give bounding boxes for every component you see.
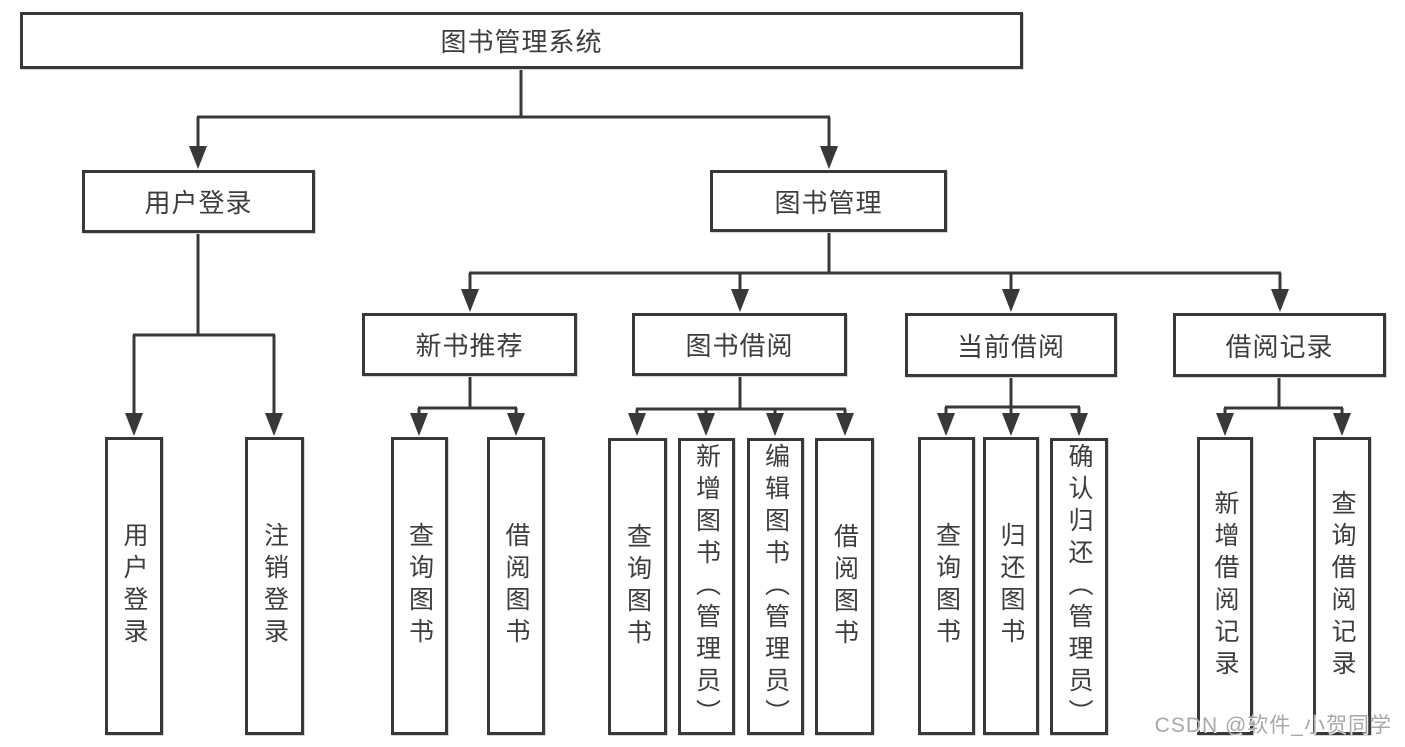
leaf-borrow-query-book: 查询图书: [608, 438, 667, 735]
leaf-borrow-borrow-book: 借阅图书: [815, 438, 874, 735]
edge-current: [944, 377, 1081, 417]
arrowhead: [628, 413, 646, 436]
watermark-text: CSDN @软件_小贺同学: [1154, 714, 1392, 737]
edge-login: [132, 233, 276, 416]
edge-mgmt: [468, 233, 1282, 293]
edge-borrow: [635, 376, 847, 417]
leaf-current-confirm-return-admin: 确认归还（管理员）: [1050, 438, 1108, 735]
edge-rec: [417, 376, 518, 417]
arrowhead: [731, 289, 749, 312]
arrowhead: [766, 413, 784, 436]
arrowhead: [1002, 289, 1020, 312]
node-user-login: 用户登录: [82, 170, 315, 233]
node-borrow-record: 借阅记录: [1173, 313, 1386, 377]
node-root: 图书管理系统: [20, 12, 1023, 69]
arrowhead: [1271, 289, 1289, 312]
leaf-logout: 注销登录: [245, 437, 304, 735]
arrowhead: [410, 413, 428, 436]
node-book-borrow: 图书借阅: [632, 313, 847, 376]
leaf-borrow-edit-book-admin: 编辑图书（管理员）: [747, 438, 804, 735]
leaf-user-login: 用户登录: [105, 437, 163, 735]
node-current-borrow: 当前借阅: [905, 313, 1117, 377]
arrowhead: [1216, 413, 1234, 436]
arrowhead: [820, 146, 838, 169]
arrowhead: [507, 413, 525, 436]
arrowhead: [125, 413, 143, 436]
arrowhead: [697, 413, 715, 436]
arrowhead: [1333, 413, 1351, 436]
node-new-book-rec: 新书推荐: [362, 313, 577, 376]
arrowhead: [461, 289, 479, 312]
arrowhead: [1002, 413, 1020, 436]
leaf-rec-query-book: 查询图书: [391, 437, 448, 735]
arrowhead: [189, 146, 207, 169]
leaf-borrow-add-book-admin: 新增图书（管理员）: [678, 438, 735, 735]
edge-root: [196, 69, 831, 148]
leaf-current-return-book: 归还图书: [983, 437, 1039, 735]
leaf-record-query: 查询借阅记录: [1313, 437, 1371, 735]
arrowhead: [836, 413, 854, 436]
arrowhead: [937, 413, 955, 436]
leaf-current-query-book: 查询图书: [918, 437, 975, 735]
leaf-rec-borrow-book: 借阅图书: [487, 437, 545, 735]
arrowhead: [265, 413, 283, 436]
arrowhead: [1070, 413, 1088, 436]
edge-record: [1223, 377, 1344, 417]
leaf-record-add: 新增借阅记录: [1197, 437, 1253, 735]
node-book-mgmt: 图书管理: [710, 170, 947, 232]
